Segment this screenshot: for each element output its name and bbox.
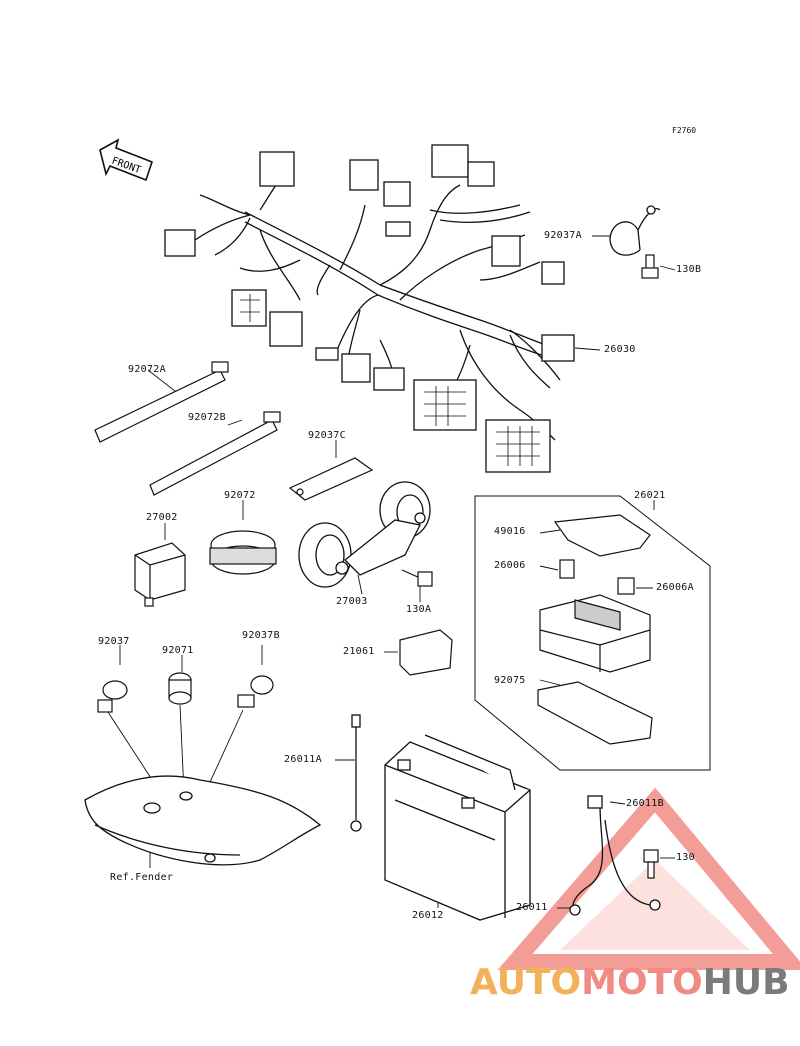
front-arrow-icon: FRONT (99, 138, 153, 182)
strap-92072A-icon (94, 361, 229, 443)
fender-icon (84, 775, 322, 866)
label-26006: 26006 (494, 560, 526, 571)
clamp-92037A-icon (609, 205, 661, 256)
label-130A: 130A (406, 604, 432, 615)
label-26011A: 26011A (284, 754, 322, 765)
watermark-part-hub: HUB (702, 962, 790, 1003)
label-ref-fender: Ref.Fender (110, 872, 174, 883)
clamp-92037-icon (97, 680, 128, 713)
connector-pin-grids (240, 294, 540, 466)
label-130: 130 (676, 852, 695, 863)
fuse-26006-icon (559, 559, 575, 579)
label-27002: 27002 (146, 512, 178, 523)
bolt-130A-icon (401, 569, 433, 587)
label-26030: 26030 (604, 344, 636, 355)
label-27003: 27003 (336, 596, 368, 607)
label-26012: 26012 (412, 910, 444, 921)
label-130B: 130B (676, 264, 702, 275)
horn-27003-icon (298, 481, 431, 588)
harness-connectors (164, 144, 575, 473)
bolt-130B-icon (641, 254, 659, 279)
plate-92037C-icon (288, 457, 374, 501)
label-92037: 92037 (98, 636, 130, 647)
label-92072: 92072 (224, 490, 256, 501)
cap-21061-icon (399, 629, 453, 676)
cover-49016-icon (553, 514, 651, 557)
lead-26011A-icon (350, 714, 362, 832)
lead-26011-icon (569, 795, 661, 916)
label-92072B: 92072B (188, 412, 226, 423)
label-92037B: 92037B (242, 630, 280, 641)
label-21061: 21061 (343, 646, 375, 657)
clamp-92037B-icon (237, 675, 274, 708)
bolt-130-icon (643, 849, 659, 879)
grommet-92071-icon (168, 672, 192, 705)
label-49016: 49016 (494, 526, 526, 537)
figure-code: F2760 (672, 126, 697, 135)
label-92037C: 92037C (308, 430, 346, 441)
watermark-triangle-icon (497, 787, 800, 970)
cover-92075-icon (537, 681, 653, 745)
junction-box-26021-frame (474, 495, 711, 771)
label-26011B: 26011B (626, 798, 664, 809)
label-92037A: 92037A (544, 230, 582, 241)
fuse-26006A-icon (617, 577, 635, 595)
watermark-logo: AUTOMOTOHUB (470, 962, 790, 1003)
junction-block-icon (539, 594, 651, 673)
watermark-part-auto: AUTO (470, 962, 582, 1003)
label-26006A: 26006A (656, 582, 694, 593)
label-92075: 92075 (494, 675, 526, 686)
relay-27002-icon (134, 542, 186, 607)
strap-92072B-icon (149, 411, 281, 496)
band-92072-icon (209, 530, 277, 575)
label-26011: 26011 (516, 902, 548, 913)
battery-26012-icon (384, 734, 531, 921)
label-26021: 26021 (634, 490, 666, 501)
watermark-part-moto: MOTO (581, 962, 703, 1003)
label-92072A: 92072A (128, 364, 166, 375)
label-92071: 92071 (162, 645, 194, 656)
